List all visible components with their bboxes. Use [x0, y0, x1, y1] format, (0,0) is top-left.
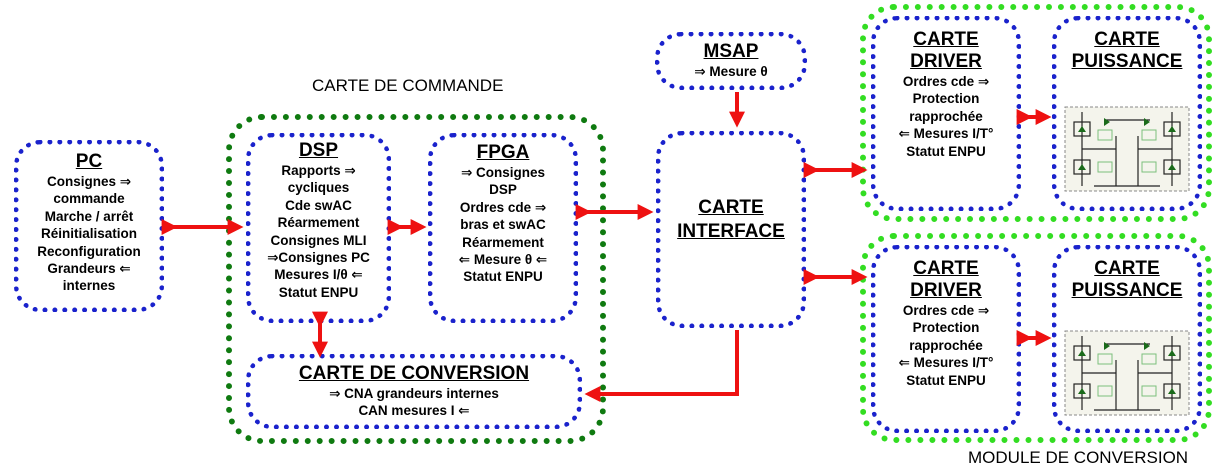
fpga-line: Statut ENPU [463, 269, 543, 285]
msap-title: MSAP [703, 41, 759, 62]
dsp-line: cycliques [287, 180, 350, 196]
dsp-line: Mesures I/θ ⇐ [274, 267, 363, 283]
puissance-bottom-box: CARTE PUISSANCE [1052, 245, 1202, 433]
puissance-top-box: CARTE PUISSANCE [1052, 16, 1202, 211]
driver-bottom-box: CARTE DRIVER Ordres cde ⇒ Protection rap… [871, 245, 1021, 433]
carte-conversion-box: CARTE DE CONVERSION ⇒ CNA grandeurs inte… [246, 354, 582, 429]
carte-conversion-line: ⇒ CNA grandeurs internes [329, 386, 499, 401]
driver-top-line: rapprochée [909, 108, 983, 124]
carte-interface-title-1: CARTE [698, 197, 764, 218]
fpga-line: DSP [489, 182, 517, 198]
dsp-line: Statut ENPU [278, 284, 359, 300]
power-circuit-schematic [1064, 330, 1190, 416]
msap-box: MSAP ⇒ Mesure θ [655, 32, 807, 90]
carte-interface-title-2: INTERFACE [677, 221, 785, 242]
power-circuit-schematic [1064, 106, 1190, 192]
arrow-interface-conversion [584, 330, 739, 402]
pc-line: Grandeurs ⇐ [47, 261, 131, 277]
driver-top-line: Statut ENPU [906, 143, 986, 159]
carte-conversion-title: CARTE DE CONVERSION [298, 363, 530, 384]
carte-commande-label: CARTE DE COMMANDE [312, 76, 504, 95]
module-conversion-bottom-group [860, 233, 1212, 443]
module-conversion-top-group [860, 4, 1212, 222]
dsp-title: DSP [298, 140, 339, 161]
fpga-line: Ordres cde ⇒ [459, 199, 547, 215]
puissance-top-title-1: CARTE [1094, 29, 1160, 50]
pc-line: internes [62, 278, 116, 294]
pc-line: Reconfiguration [37, 243, 141, 259]
driver-bottom-line: ⇐ Mesures I/T° [898, 355, 994, 371]
puissance-top-title-2: PUISSANCE [1071, 51, 1183, 72]
pc-box: PC Consignes ⇒ commande Marche / arrêt R… [14, 140, 164, 312]
fpga-line: Réarmement [462, 234, 544, 250]
puissance-bottom-title-1: CARTE [1094, 258, 1160, 279]
driver-top-line: Protection [912, 91, 980, 107]
driver-bottom-line: rapprochée [909, 337, 983, 353]
fpga-line: bras et swAC [460, 217, 546, 233]
driver-bottom-line: Statut ENPU [906, 372, 986, 388]
pc-line: commande [53, 191, 125, 207]
dsp-line: Rapports ⇒ [281, 163, 356, 178]
driver-top-title-1: CARTE [913, 29, 979, 50]
dsp-line: ⇒Consignes PC [267, 250, 370, 266]
dsp-line: Cde swAC [285, 197, 352, 213]
driver-top-line: Ordres cde ⇒ [902, 74, 990, 89]
module-conversion-label: MODULE DE CONVERSION [968, 448, 1189, 467]
fpga-line: ⇒ Consignes [460, 165, 546, 180]
carte-commande-group [226, 114, 606, 444]
pc-title: PC [75, 151, 103, 172]
dsp-line: Réarmement [277, 215, 360, 231]
fpga-title: FPGA [476, 142, 530, 163]
fpga-box: FPGA ⇒ Consignes DSP Ordres cde ⇒ bras e… [428, 133, 578, 323]
driver-top-line: ⇐ Mesures I/T° [898, 126, 994, 142]
dsp-line: Consignes MLI [270, 232, 367, 248]
pc-line: Réinitialisation [40, 226, 138, 242]
pc-line: Marche / arrêt [44, 208, 134, 224]
driver-bottom-line: Ordres cde ⇒ [902, 303, 990, 318]
carte-interface-box: CARTE INTERFACE [656, 131, 806, 328]
driver-bottom-title-1: CARTE [913, 258, 979, 279]
driver-top-box: CARTE DRIVER Ordres cde ⇒ Protection rap… [871, 16, 1021, 211]
dsp-box: DSP Rapports ⇒ cycliques Cde swAC Réarme… [246, 133, 391, 323]
carte-conversion-line: CAN mesures I ⇐ [358, 403, 470, 419]
fpga-line: ⇐ Mesure θ ⇐ [458, 252, 548, 268]
driver-bottom-title-2: DRIVER [910, 280, 982, 301]
puissance-bottom-title-2: PUISSANCE [1071, 280, 1183, 301]
driver-top-title-2: DRIVER [910, 51, 982, 72]
msap-line: ⇒ Mesure θ [694, 64, 768, 79]
driver-bottom-line: Protection [912, 320, 980, 336]
pc-line: Consignes ⇒ [46, 174, 132, 189]
